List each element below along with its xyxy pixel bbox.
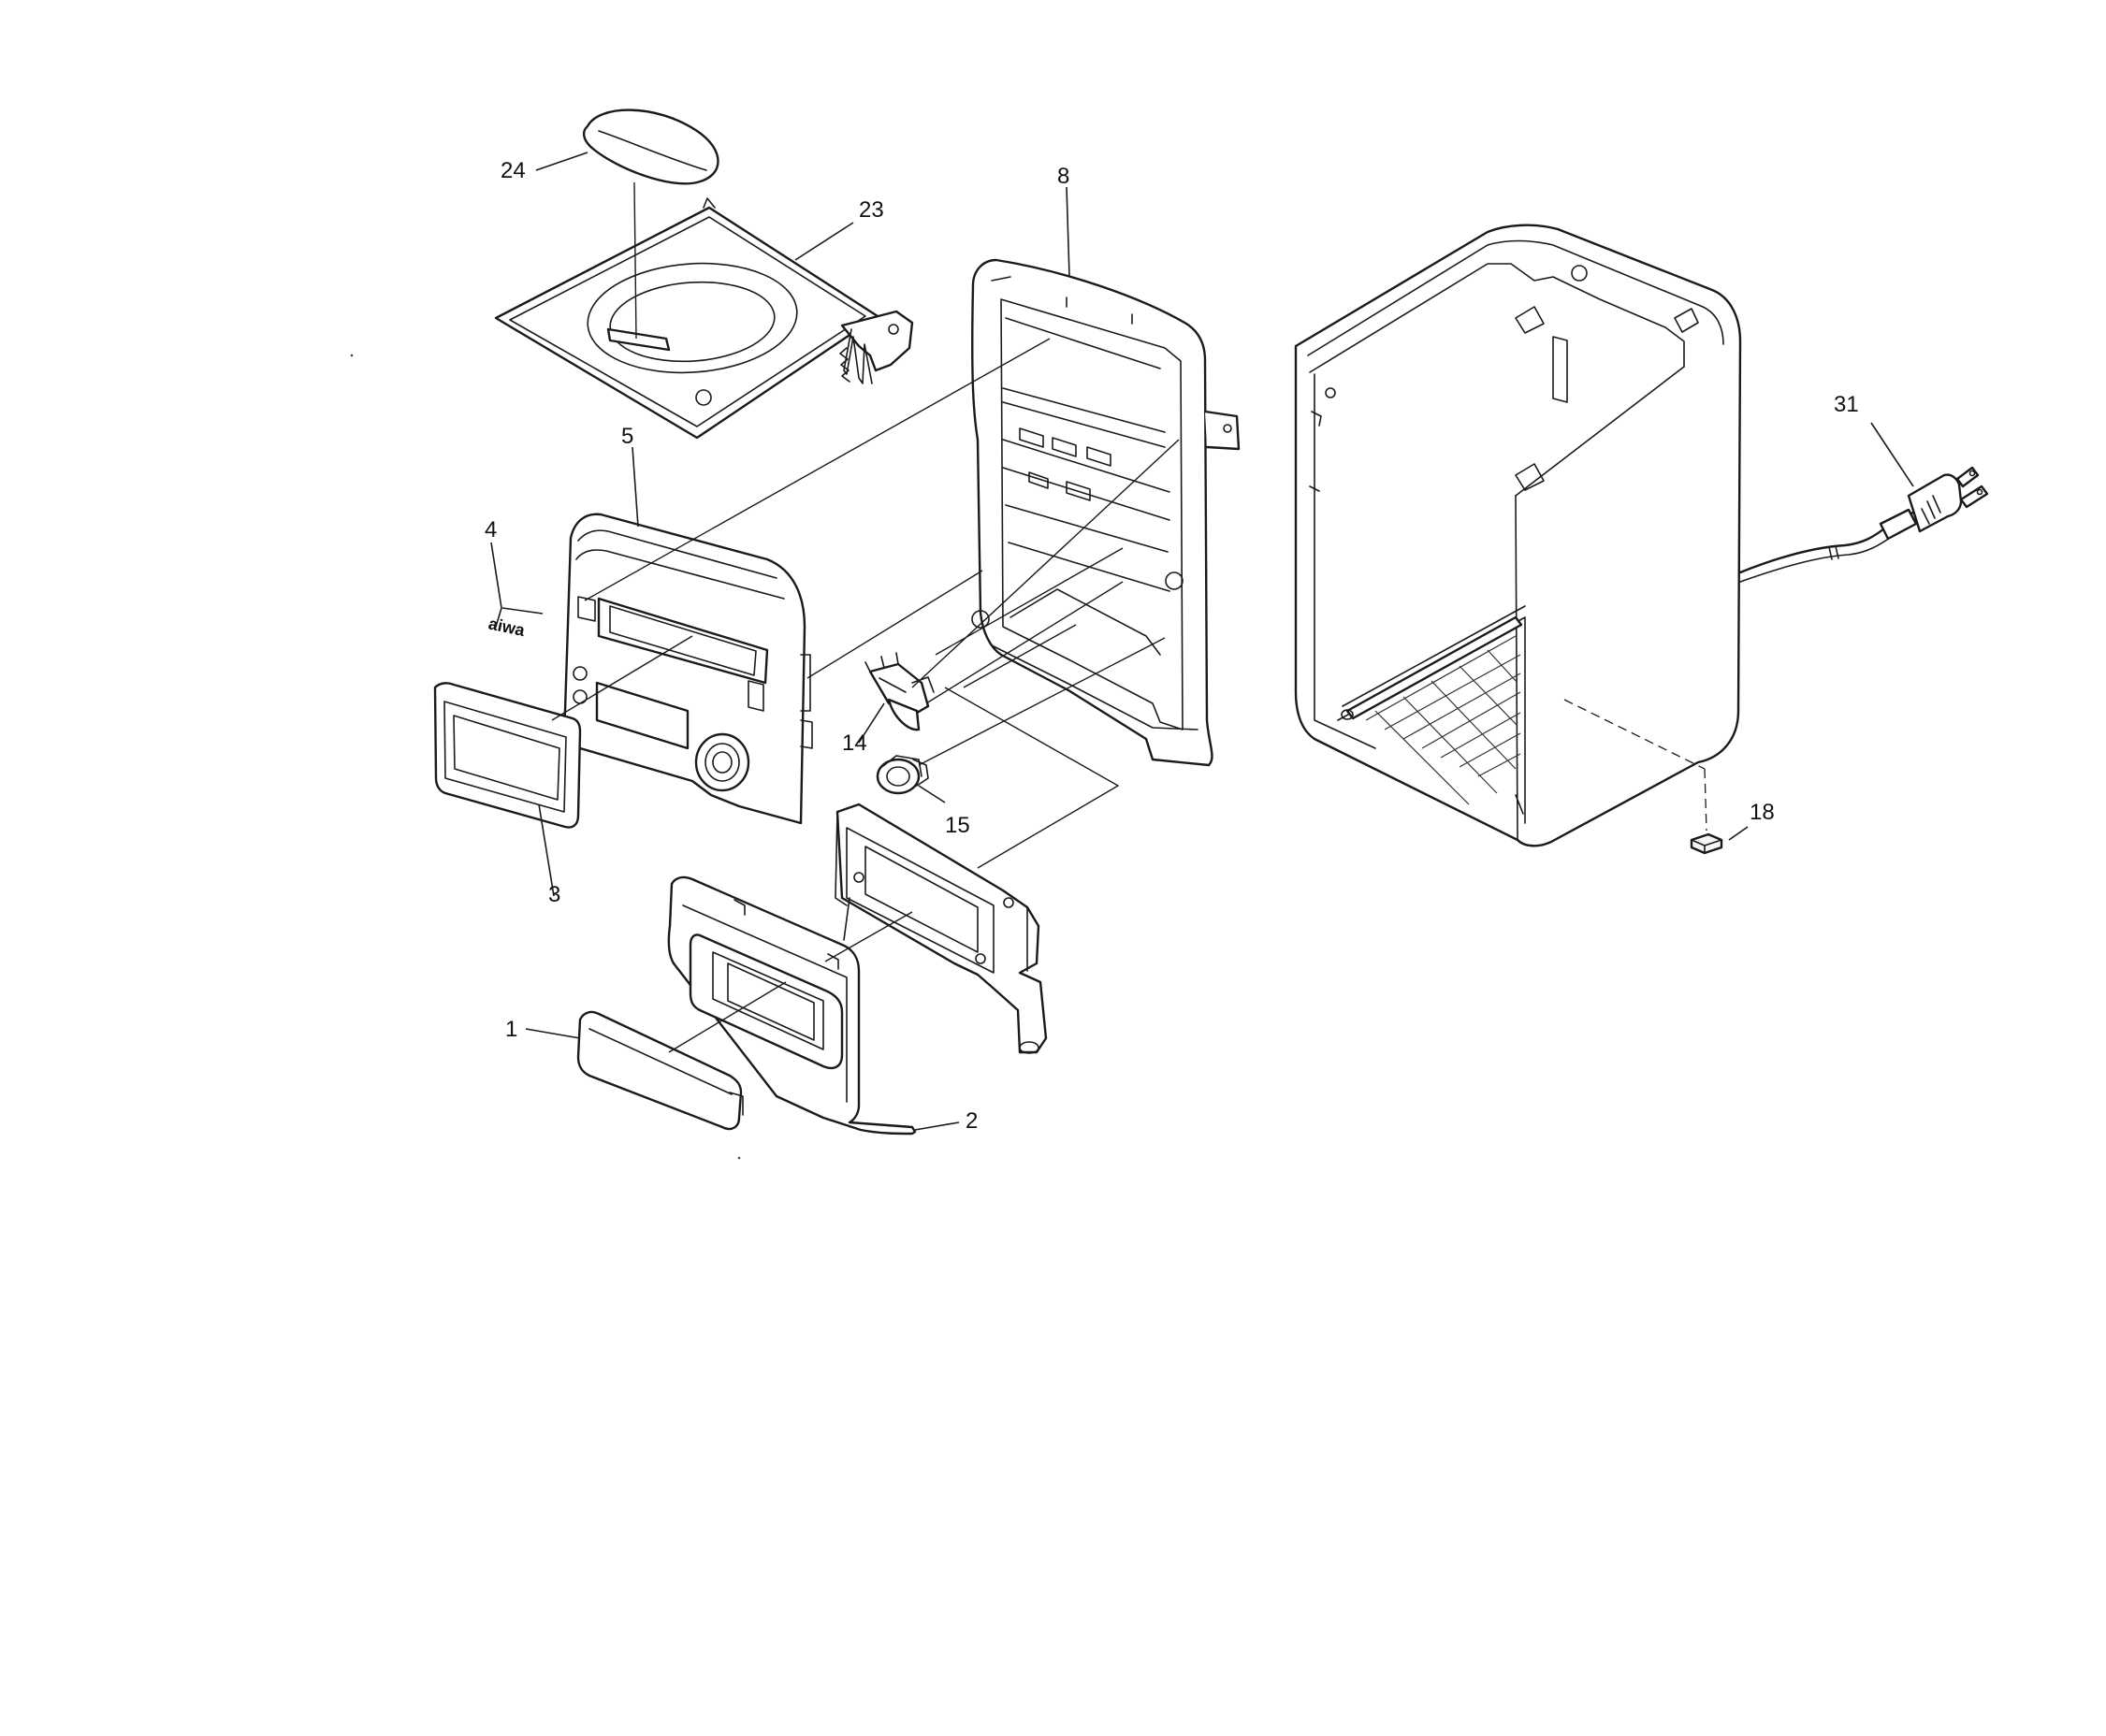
part-24-lid-cap	[582, 108, 719, 185]
part-1-window-cover	[576, 1010, 744, 1131]
callout-2: 2	[966, 1108, 978, 1134]
part-8-front-chassis	[971, 258, 1241, 767]
assembly-line-18	[1563, 699, 1706, 770]
scan-dot	[350, 354, 354, 357]
cassette-bracket	[835, 803, 1048, 1054]
callout-15: 15	[945, 813, 970, 838]
scan-dot	[737, 1156, 741, 1160]
leader-lines	[490, 152, 1914, 1131]
callout-8: 8	[1057, 164, 1069, 189]
callout-31: 31	[1834, 392, 1859, 417]
part-5-front-panel	[563, 513, 813, 825]
assembly-line-18-down	[1704, 768, 1707, 832]
callout-24: 24	[501, 158, 526, 183]
callout-14: 14	[842, 731, 867, 756]
part-14-switch	[864, 652, 935, 731]
callout-23: 23	[859, 197, 884, 223]
part-2-cassette-door	[667, 875, 917, 1136]
assembly-lines	[551, 338, 1180, 1053]
callout-18: 18	[1750, 800, 1775, 825]
cabinet-enclosure	[1294, 224, 1742, 847]
assembly-line-24-23	[633, 181, 637, 340]
callout-3: 3	[548, 882, 560, 907]
part-23-top-cover	[494, 197, 914, 440]
part-15-knob	[876, 755, 929, 795]
part-31-power-cord	[1738, 466, 1989, 583]
part-18-foot	[1690, 832, 1723, 855]
callout-5: 5	[621, 424, 633, 449]
callout-1: 1	[505, 1017, 517, 1042]
part-3-display-lens	[433, 682, 582, 829]
brand-mark-aiwa: aiwa	[487, 614, 527, 640]
callout-4: 4	[485, 517, 497, 542]
